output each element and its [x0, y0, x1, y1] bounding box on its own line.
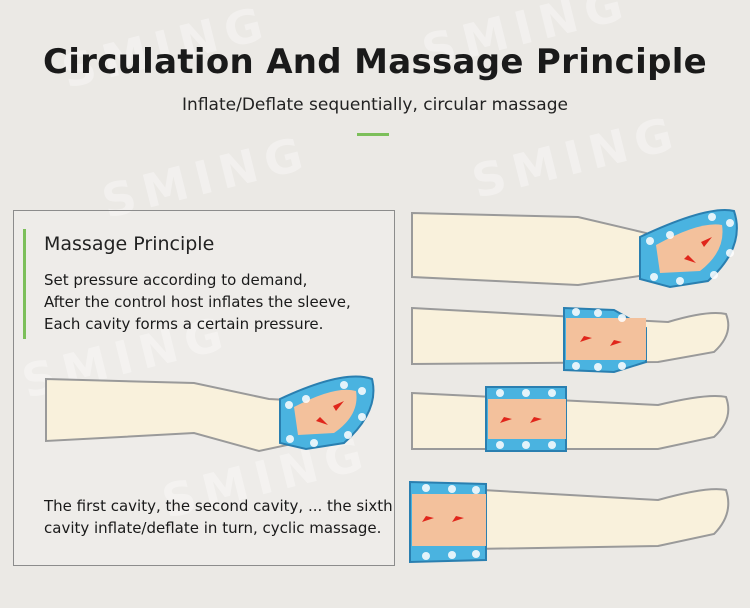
leg-illustration-knee — [411, 386, 730, 452]
description-line: After the control host inflates the slee… — [44, 293, 351, 311]
leg-illustration-calf — [411, 306, 730, 374]
title-divider — [357, 133, 389, 136]
footer-line: cavity inflate/deflate in turn, cyclic m… — [44, 519, 382, 537]
page-title: Circulation And Massage Principle — [42, 42, 708, 82]
leg-illustration-foot — [411, 209, 738, 289]
page-subtitle: Inflate/Deflate sequentially, circular m… — [182, 95, 568, 115]
panel-accent-stripe — [23, 229, 26, 339]
massage-principle-panel: Massage Principle Set pressure according… — [13, 210, 395, 566]
watermark-text: SMING — [466, 105, 686, 209]
panel-heading: Massage Principle — [44, 233, 215, 255]
leg-foot-sleeve-illustration — [45, 375, 375, 453]
panel-description: Set pressure according to demand, After … — [44, 269, 351, 335]
footer-line: The first cavity, the second cavity, ...… — [44, 497, 393, 515]
leg-illustration-thigh — [409, 480, 730, 564]
panel-footer-text: The first cavity, the second cavity, ...… — [44, 495, 393, 539]
description-line: Set pressure according to demand, — [44, 271, 308, 289]
description-line: Each cavity forms a certain pressure. — [44, 315, 324, 333]
